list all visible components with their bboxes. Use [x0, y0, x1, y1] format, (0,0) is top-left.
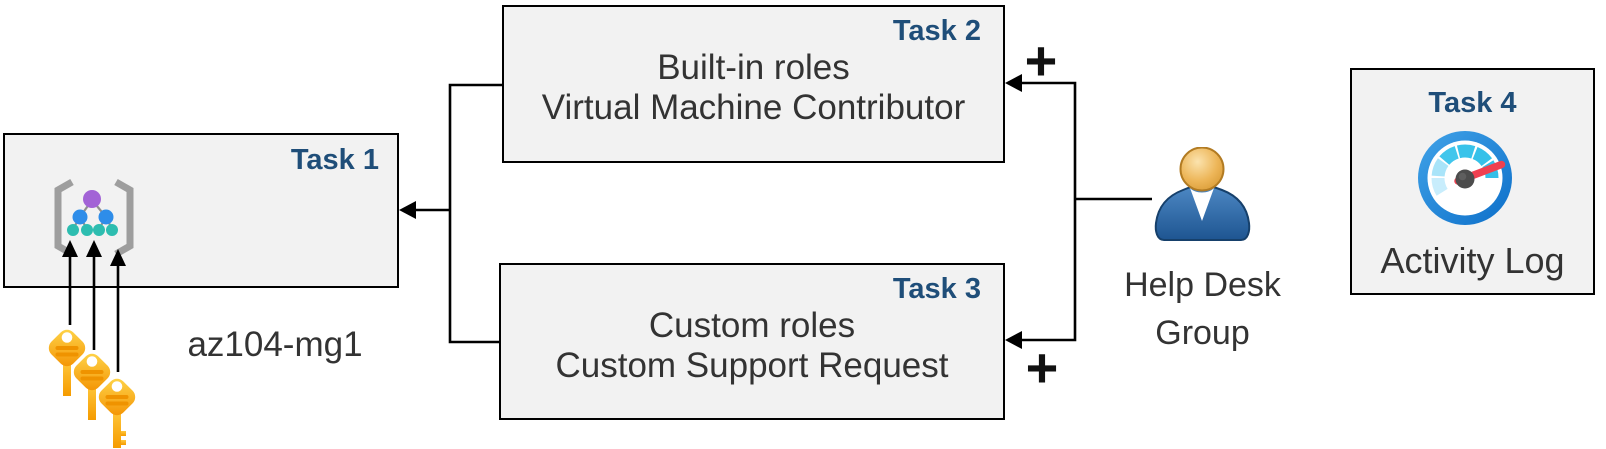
- help-desk-group-label: Help Desk Group: [1095, 261, 1310, 357]
- task4-label: Task 4: [1428, 87, 1517, 119]
- help-desk-line2: Group: [1155, 314, 1250, 352]
- plus-icon-top: +: [1024, 28, 1058, 92]
- arrowhead-to-task1: [399, 201, 416, 219]
- management-group-icon: [54, 178, 134, 258]
- gauge-icon: [1418, 131, 1512, 225]
- activity-log-caption: Activity Log: [1380, 240, 1565, 281]
- help-desk-line1: Help Desk: [1124, 266, 1281, 304]
- management-group-name: az104-mg1: [187, 325, 363, 364]
- user-collar: [1190, 188, 1214, 221]
- key-icon: [73, 353, 111, 420]
- key-icon: [98, 378, 136, 448]
- task3-line1: Custom roles: [648, 306, 856, 345]
- task2-label: Task 2: [892, 15, 981, 47]
- task3-text: Custom roles Custom Support Request: [501, 306, 1003, 386]
- key-icon: [48, 329, 86, 396]
- keys-icon: [48, 329, 136, 448]
- task3-line2: Custom Support Request: [555, 346, 949, 385]
- left-connector: [414, 83, 502, 344]
- task2-text: Built-in roles Virtual Machine Contribut…: [504, 48, 1003, 128]
- user-icon: [1154, 147, 1251, 241]
- task2-line1: Built-in roles: [657, 48, 850, 87]
- plus-icon-bottom: +: [1025, 335, 1059, 399]
- task4-box: Task 4 Activity Log: [1350, 68, 1595, 295]
- task2-box: Task 2 Built-in roles Virtual Machine Co…: [502, 5, 1005, 163]
- task2-line2: Virtual Machine Contributor: [541, 88, 966, 127]
- task3-box: Task 3 Custom roles Custom Support Reque…: [499, 263, 1005, 420]
- user-head: [1179, 147, 1225, 192]
- task3-label: Task 3: [892, 273, 981, 305]
- task1-label: Task 1: [290, 144, 379, 176]
